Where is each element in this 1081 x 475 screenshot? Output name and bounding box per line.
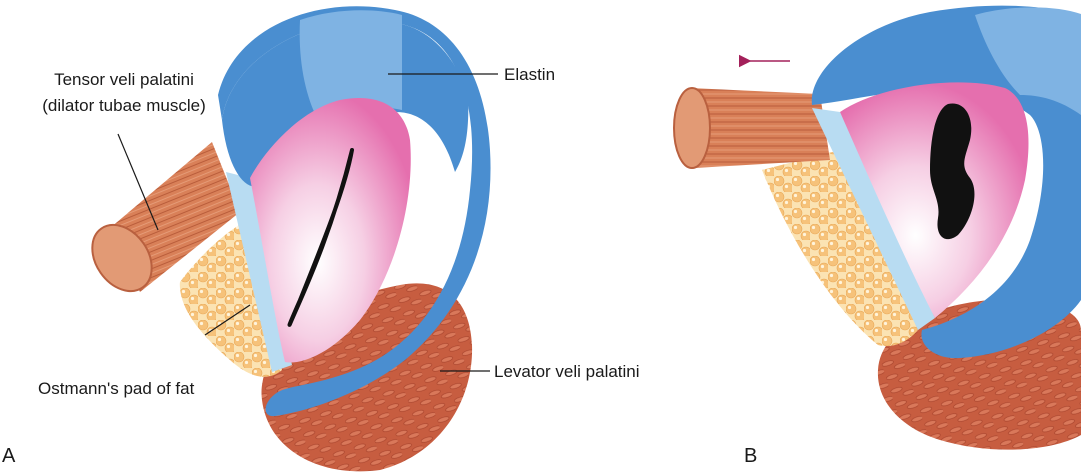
label-tensor-line2: (dilator tubae muscle) (42, 96, 205, 115)
label-tensor-line1: Tensor veli palatini (54, 70, 194, 89)
panel-b: B (674, 6, 1081, 467)
label-levator: Levator veli palatini (494, 362, 640, 381)
panel-label-a: A (2, 445, 16, 467)
tensor-veli-palatini-b (674, 88, 830, 168)
panel-a: Tensor veli palatini (dilator tubae musc… (2, 6, 640, 471)
label-elastin: Elastin (504, 65, 555, 84)
panel-label-b: B (744, 445, 757, 467)
label-ostmann: Ostmann's pad of fat (38, 379, 195, 398)
